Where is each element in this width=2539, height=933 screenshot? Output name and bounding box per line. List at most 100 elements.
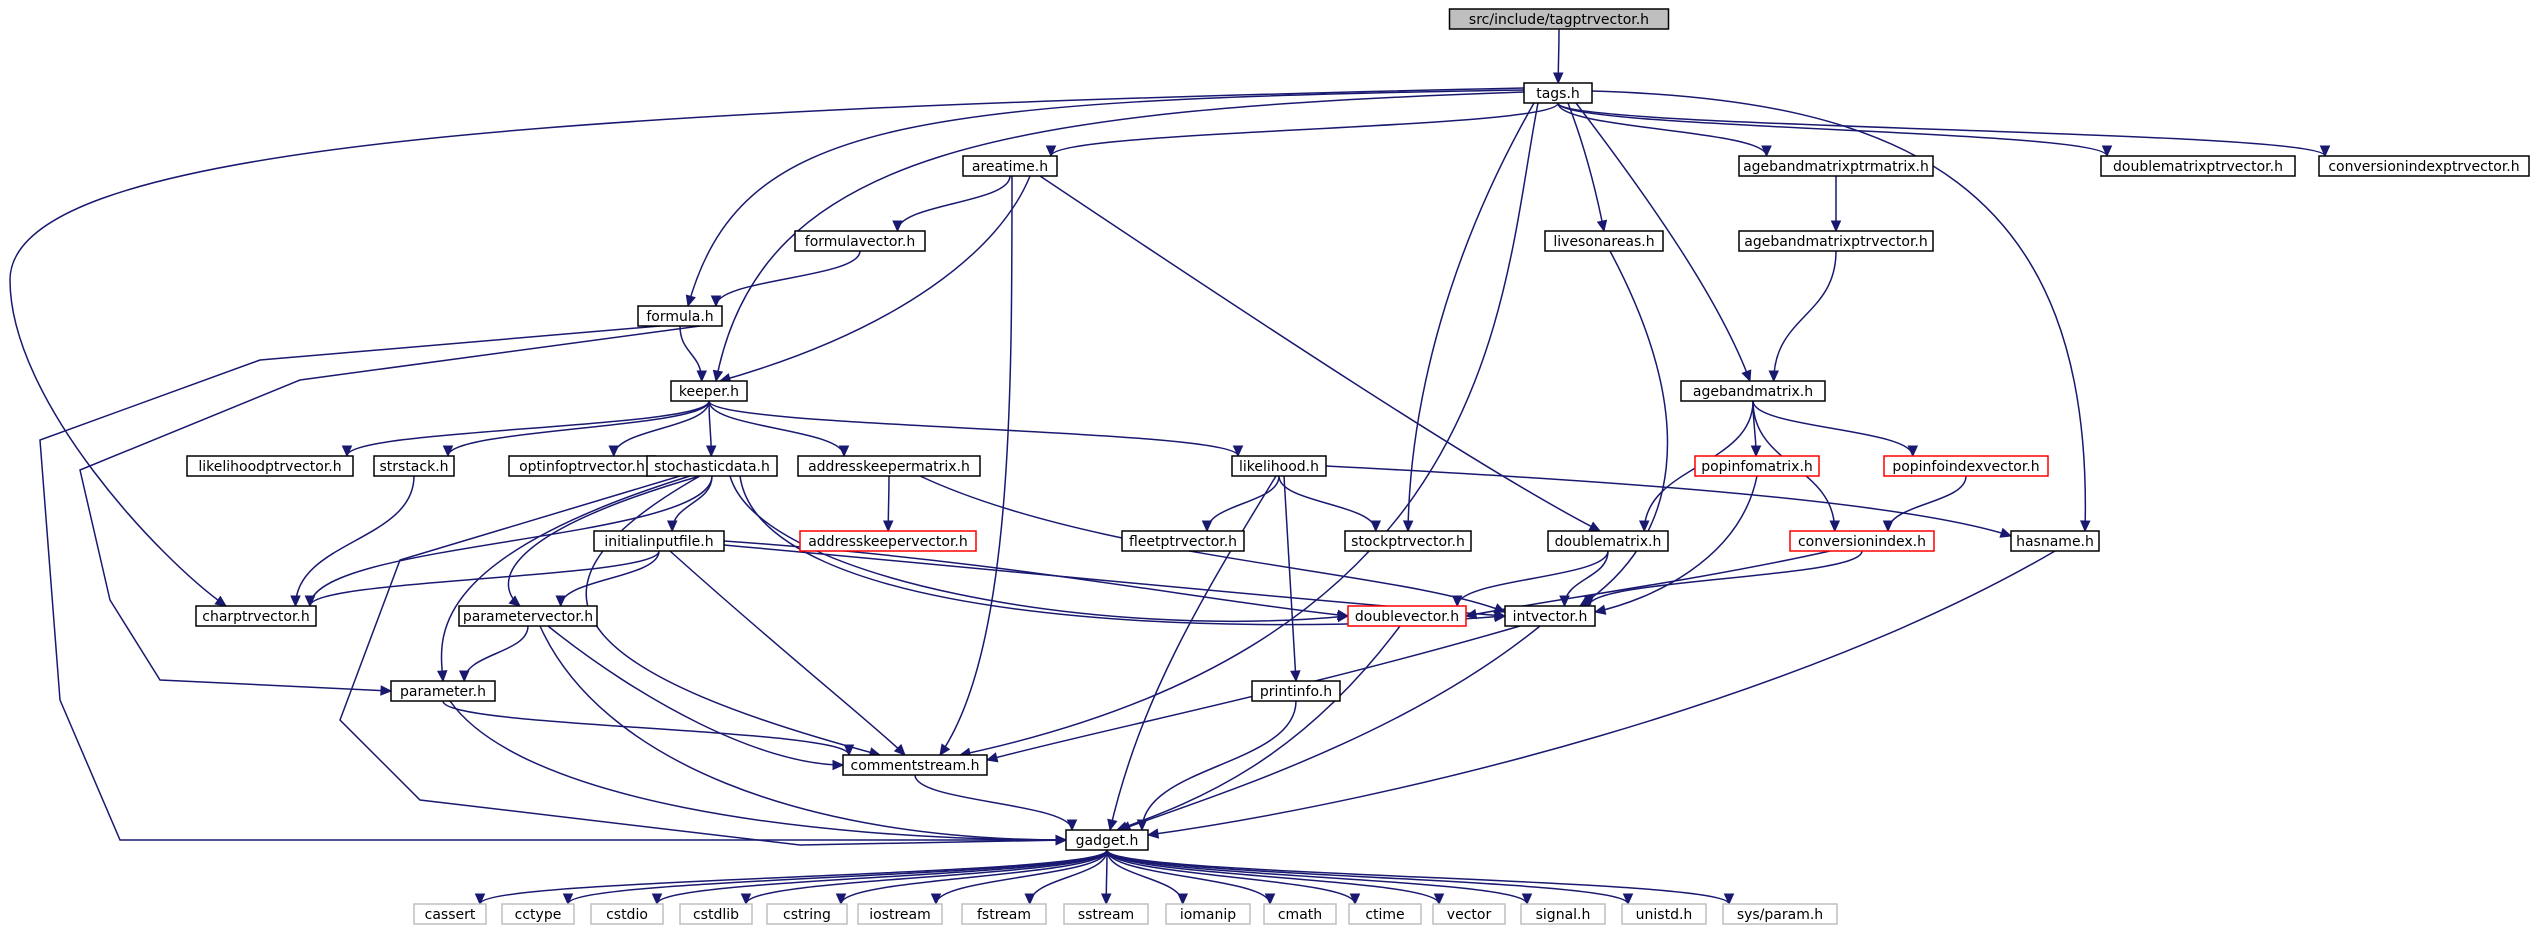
edge-tags-to-charptrvector [9,87,1525,607]
edge-stochasticdata-to-charptrvector [309,475,713,607]
arrowhead-likelihood-to-stockptrvector [1370,520,1382,533]
edge-areatime-to-formulavector [896,175,1011,232]
edge-keeper-to-strstack [447,400,710,457]
node-gadget[interactable]: gadget.h [1065,829,1149,851]
arrowhead-agebandmatrix-to-popinfoindexvector [1907,445,1919,458]
node-printinfo[interactable]: printinfo.h [1251,680,1341,702]
node-box-parameter [390,680,496,702]
edge-gadget-to-cstring [840,849,1108,905]
node-doublematrixptrvector[interactable]: doublematrixptrvector.h [2100,155,2296,177]
node-label-vector: vector [1447,907,1492,923]
node-strstack[interactable]: strstack.h [373,455,455,477]
node-label-areatime: areatime.h [972,159,1048,175]
edge-formula-to-parameter [79,325,701,692]
node-box-keeper [670,380,748,402]
node-stockptrvector[interactable]: stockptrvector.h [1344,530,1472,552]
arrowhead-addresskeepermatrix-to-addresskeepervector [882,520,894,533]
node-label-stockptrvector: stockptrvector.h [1351,534,1465,550]
node-agebandmatrixptrmatrix[interactable]: agebandmatrixptrmatrix.h [1738,155,1934,177]
edge-gadget-to-unistd [1106,849,1629,905]
node-agebandmatrixptrvector[interactable]: agebandmatrixptrvector.h [1738,230,1934,252]
node-box-commentstream [842,754,988,776]
node-popinfoindexvector[interactable]: popinfoindexvector.h [1883,455,2049,477]
node-addresskeepervector[interactable]: addresskeepervector.h [799,530,977,552]
edge-parametervector-to-gadget [539,625,1067,841]
node-initialinputfile[interactable]: initialinputfile.h [593,530,725,552]
node-label-parameter: parameter.h [400,684,486,700]
node-popinfomatrix[interactable]: popinfomatrix.h [1694,455,1820,477]
node-label-doublevector: doublevector.h [1355,609,1459,625]
node-commentstream[interactable]: commentstream.h [842,754,988,776]
node-tagptrvector[interactable]: src/include/tagptrvector.h [1448,8,1670,30]
node-box-cmath [1263,903,1337,925]
edge-gadget-to-signal [1106,849,1528,905]
edge-stochasticdata-to-initialinputfile [671,475,713,532]
arrowhead-initialinputfile-to-parametervector [555,595,567,608]
node-keeper[interactable]: keeper.h [670,380,748,402]
node-box-sysparam [1722,903,1838,925]
node-label-sysparam: sys/param.h [1737,907,1823,923]
node-cstdlib: cstdlib [679,903,753,925]
node-label-fstream: fstream [977,907,1031,923]
node-box-doublevector [1347,605,1467,627]
arrowhead-gadget-to-cstring [835,893,847,906]
arrowhead-parameter-to-gadget [1055,834,1068,846]
arrowhead-agebandmatrix-to-doublematrix [1638,520,1650,533]
node-sysparam: sys/param.h [1722,903,1838,925]
arrowhead-commentstream-to-gadget [1066,819,1078,832]
edge-gadget-to-cmath [1106,849,1271,905]
arrowhead-keeper-to-likelihoodptrvector [341,445,353,458]
node-parametervector[interactable]: parametervector.h [458,605,598,627]
node-label-doublematrixptrvector: doublematrixptrvector.h [2113,159,2283,175]
arrowhead-printinfo-to-gadget [1136,819,1148,832]
edge-tags-to-hasname [1591,90,2087,532]
node-label-iomanip: iomanip [1180,907,1236,923]
edge-areatime-to-keeper [719,175,1031,382]
node-livesonareas[interactable]: livesonareas.h [1544,230,1664,252]
node-agebandmatrix[interactable]: agebandmatrix.h [1680,380,1826,402]
node-conversionindex[interactable]: conversionindex.h [1789,530,1935,552]
node-label-popinfomatrix: popinfomatrix.h [1701,459,1813,475]
node-box-iomanip [1165,903,1251,925]
node-optinfoptrvector[interactable]: optinfoptrvector.h [508,455,656,477]
edge-doublevector-to-gadget [1116,625,1401,831]
arrowhead-tags-to-keeper [712,369,724,383]
node-tags[interactable]: tags.h [1523,82,1593,104]
node-parameter[interactable]: parameter.h [390,680,496,702]
node-box-likelihood [1231,455,1327,477]
node-stochasticdata[interactable]: stochasticdata.h [646,455,778,477]
node-box-parametervector [458,605,598,627]
arrowhead-likelihood-to-fleetptrvector [1201,520,1213,533]
node-box-conversionindexptrvector [2318,155,2530,177]
node-doublevector[interactable]: doublevector.h [1347,605,1467,627]
node-box-signal [1520,903,1606,925]
node-box-vector [1432,903,1506,925]
edge-stochasticdata-to-gadget [339,475,1067,846]
node-addresskeepermatrix[interactable]: addresskeepermatrix.h [797,455,981,477]
edge-initialinputfile-to-parametervector [560,550,660,607]
arrowhead-gadget-to-iomanip [1177,893,1189,906]
node-box-likelihoodptrvector [186,455,354,477]
node-conversionindexptrvector[interactable]: conversionindexptrvector.h [2318,155,2530,177]
node-areatime[interactable]: areatime.h [962,155,1058,177]
arrowhead-gadget-to-unistd [1622,893,1634,906]
node-formulavector[interactable]: formulavector.h [794,230,926,252]
node-intvector[interactable]: intvector.h [1504,605,1596,627]
node-doublematrix[interactable]: doublematrix.h [1547,530,1669,552]
node-hasname[interactable]: hasname.h [2010,530,2100,552]
node-fleetptrvector[interactable]: fleetptrvector.h [1121,530,1245,552]
node-likelihood[interactable]: likelihood.h [1231,455,1327,477]
node-box-tags [1523,82,1593,104]
node-likelihoodptrvector[interactable]: likelihoodptrvector.h [186,455,354,477]
arrowhead-likelihood-to-gadget [1107,818,1118,832]
edge-gadget-to-ctime [1106,849,1356,905]
node-cstdio: cstdio [590,903,664,925]
arrowhead-keeper-to-strstack [442,445,454,458]
edge-keeper-to-likelihood [708,400,1239,457]
node-box-charptrvector [195,605,317,627]
node-label-cctype: cctype [515,907,562,923]
node-formula[interactable]: formula.h [637,305,723,327]
node-charptrvector[interactable]: charptrvector.h [195,605,317,627]
node-box-unistd [1621,903,1707,925]
